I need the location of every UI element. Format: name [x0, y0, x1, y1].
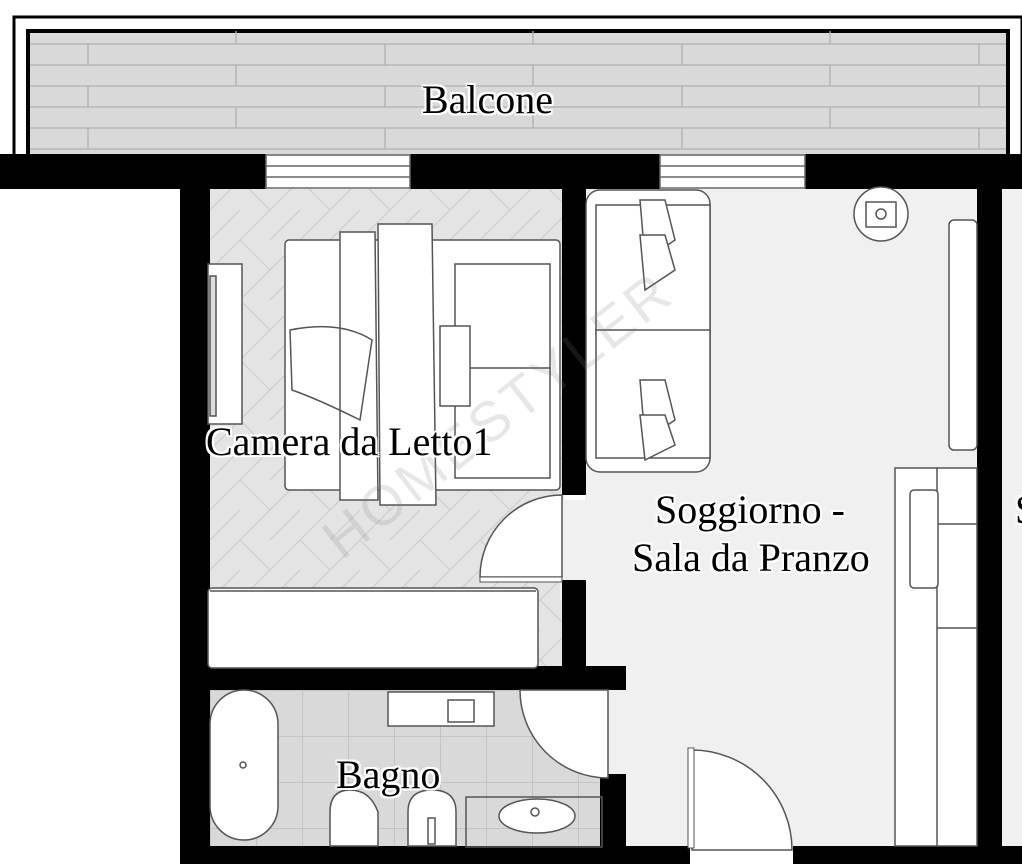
towel-rack	[387, 691, 495, 727]
window-living	[659, 154, 806, 189]
right-room-floor	[1000, 189, 1022, 849]
window-bedroom	[265, 154, 411, 189]
balcony	[12, 15, 1022, 164]
sink-vanity	[465, 796, 603, 848]
room-label-balcone: Balcone	[422, 77, 554, 122]
walls	[0, 154, 1022, 864]
tv-unit-bedroom	[207, 263, 243, 425]
toilet	[329, 789, 379, 847]
tv-console	[948, 219, 978, 451]
sofa	[585, 189, 711, 473]
bathtub	[209, 689, 279, 841]
bidet	[407, 789, 457, 847]
room-label-partial-right: S	[1015, 488, 1022, 532]
door-bedroom	[479, 494, 563, 583]
room-label-bagno: Bagno	[336, 752, 441, 797]
room-label-camera-da-letto: Camera da Letto1	[206, 419, 493, 464]
door-living-main	[687, 747, 793, 851]
side-table	[853, 186, 909, 242]
wardrobe	[207, 587, 539, 669]
room-label-soggiorno-line1: Soggiorno -	[655, 487, 845, 532]
cabinet-unit	[894, 467, 978, 847]
bed	[284, 223, 561, 506]
door-bathroom	[519, 689, 609, 779]
room-label-soggiorno-line2: Sala da Pranzo	[632, 535, 870, 580]
